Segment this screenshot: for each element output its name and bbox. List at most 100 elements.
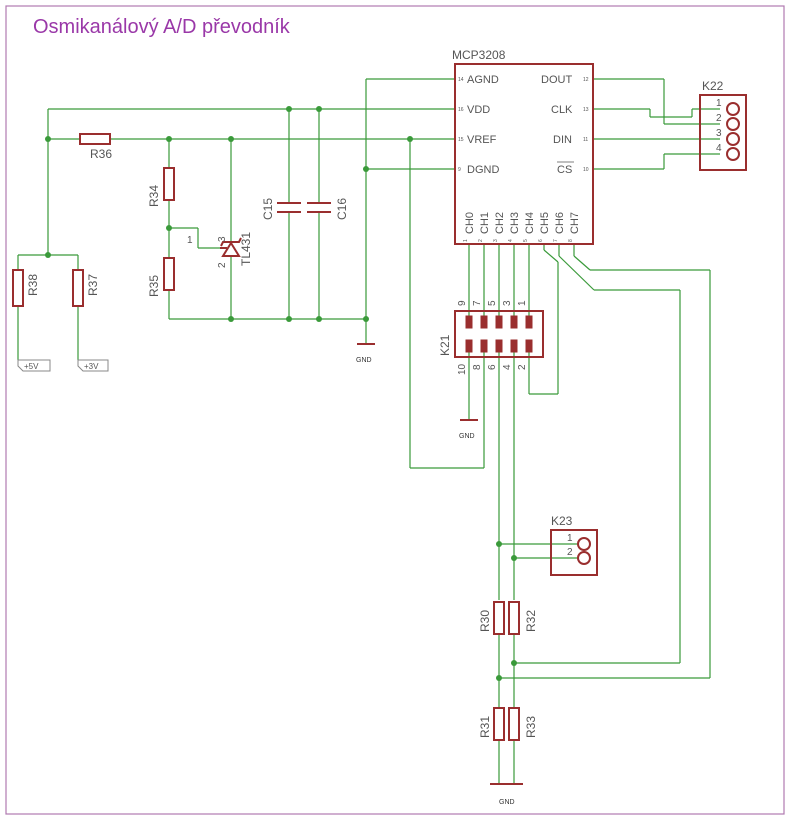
connector-k23: K23 1 2	[550, 514, 598, 576]
capacitors: C15 C16	[261, 198, 349, 220]
k22-name-label: K22	[702, 79, 724, 93]
supply-tags: +5V +3V	[17, 359, 109, 372]
tl431-triangle	[221, 241, 241, 257]
ground-symbols: GND GND GND	[356, 343, 523, 806]
schematic-title: Osmikanálový A/D převodník	[33, 16, 291, 38]
k21-pin-number: 1	[517, 300, 528, 306]
pin-number: 5	[523, 239, 529, 242]
k21-pin-number: 10	[457, 363, 468, 375]
junction-dot	[286, 106, 292, 112]
pin-ch5-label: CH5	[539, 212, 551, 234]
pin-number: 16	[458, 107, 464, 113]
pin-number: 12	[583, 77, 589, 83]
c16-label: C16	[335, 198, 349, 220]
k21-name-label: K21	[438, 334, 452, 356]
r36-label: R36	[90, 147, 112, 161]
resistor-r31	[493, 707, 505, 741]
pin-number: 3	[493, 239, 499, 242]
k22-body	[699, 94, 747, 171]
ic-body	[454, 63, 594, 245]
junction-dot	[316, 106, 322, 112]
reference-tl431: TL431 1 2 3	[187, 232, 253, 268]
pin-number: 10	[583, 167, 589, 173]
r37-label: R37	[86, 274, 100, 296]
pin-number: 4	[508, 239, 514, 242]
junction-dot	[316, 316, 322, 322]
pin-number: 2	[478, 239, 484, 242]
resistor-r34	[163, 167, 175, 201]
resistor-r35	[163, 257, 175, 291]
pin-vdd-label: VDD	[467, 104, 490, 116]
k22-pin-circle	[726, 147, 740, 161]
junction-dot	[496, 675, 502, 681]
r30-label: R30	[478, 610, 492, 632]
gnd-label: GND	[459, 433, 475, 440]
k23-pin-number: 2	[567, 547, 573, 558]
pin-number: 7	[553, 239, 559, 242]
k21-pin-number: 9	[457, 300, 468, 306]
pin-number: 8	[568, 239, 574, 242]
r35-label: R35	[147, 275, 161, 297]
resistor-r32	[508, 601, 520, 635]
r33-label: R33	[524, 716, 538, 738]
junction-dot	[286, 316, 292, 322]
connector-k21: K21 9 7 5 3 1 10 8 6 4 2	[438, 300, 544, 375]
junction-dot	[511, 660, 517, 666]
r32-label: R32	[524, 610, 538, 632]
resistor-r33	[508, 707, 520, 741]
k22-pin-number: 3	[716, 128, 722, 139]
supply-5v-tag	[17, 359, 51, 372]
pin-ch2-label: CH2	[494, 212, 506, 234]
tl431-pin2: 2	[217, 262, 228, 268]
tl431-label: TL431	[239, 232, 253, 266]
tl431-bar	[220, 237, 242, 247]
pin-ch7-label: CH7	[569, 212, 581, 234]
tl431-pin1: 1	[187, 235, 193, 246]
r31-label: R31	[478, 716, 492, 738]
junction-dot	[166, 136, 172, 142]
k22-pin-number: 1	[716, 98, 722, 109]
gnd-label: GND	[499, 799, 515, 806]
k22-pin-circle	[726, 132, 740, 146]
junctions	[45, 106, 517, 681]
junction-dot	[407, 136, 413, 142]
pin-number: 9	[458, 167, 461, 173]
pin-cs-label: CS	[557, 164, 572, 176]
junction-dot	[363, 166, 369, 172]
pin-dgnd-label: DGND	[467, 164, 499, 176]
pin-clk-label: CLK	[551, 104, 573, 116]
k23-body	[550, 529, 598, 576]
c15-label: C15	[261, 198, 275, 220]
k23-pin-circle	[577, 551, 591, 565]
pin-number: 14	[458, 77, 464, 83]
resistor-r30	[493, 601, 505, 635]
r38-label: R38	[26, 274, 40, 296]
pin-number: 15	[458, 137, 464, 143]
resistor-r38	[12, 269, 24, 307]
supply-3v-tag	[77, 359, 109, 372]
junction-dot	[166, 225, 172, 231]
pin-ch1-label: CH1	[479, 212, 491, 234]
junction-dot	[228, 316, 234, 322]
tl431-pin3: 3	[217, 236, 228, 242]
pin-number: 11	[583, 137, 588, 143]
connector-k22: K22 1 2 3 4	[699, 79, 747, 171]
resistor-r36	[79, 133, 111, 145]
resistor-r37	[72, 269, 84, 307]
k21-pin-number: 2	[517, 364, 528, 370]
k21-pin-number: 5	[487, 300, 498, 306]
junction-dot	[45, 136, 51, 142]
k23-pin-circle	[577, 537, 591, 551]
k22-pin-circle	[726, 102, 740, 116]
pin-agnd-label: AGND	[467, 74, 499, 86]
ic-mcp3208: MCP3208 AGND VDD VREF DGND 14 16 15 9 DO…	[452, 48, 594, 245]
k22-pin-number: 2	[716, 113, 722, 124]
gnd-label: GND	[356, 357, 372, 364]
pin-ch3-label: CH3	[509, 212, 521, 234]
wires	[17, 78, 720, 784]
pin-number: 1	[463, 239, 469, 242]
junction-dot	[511, 555, 517, 561]
junction-dot	[496, 541, 502, 547]
pin-ch0-label: CH0	[464, 212, 476, 234]
